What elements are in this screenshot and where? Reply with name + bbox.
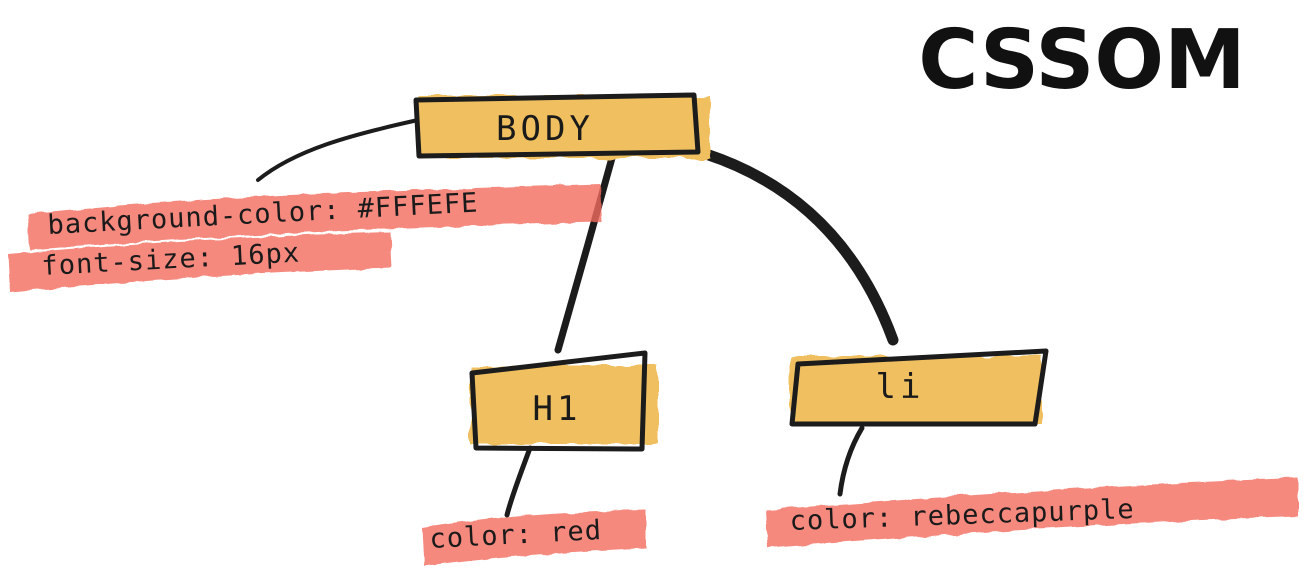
node-li-fill	[790, 356, 1042, 424]
edge-body-to-properties	[256, 118, 420, 182]
node-h1: H1	[469, 350, 658, 452]
edge-body-to-h1	[554, 154, 616, 354]
h1-properties: color: red	[422, 510, 646, 566]
node-body-label: BODY	[496, 109, 594, 149]
node-h1-label: H1	[533, 389, 582, 429]
body-properties: background-color: #FFFEFE font-size: 16p…	[8, 184, 602, 292]
node-body-fill	[418, 96, 710, 158]
node-li-outline	[789, 348, 1049, 427]
li-property-1: color: rebeccapurple	[789, 494, 1135, 537]
title: CSSOM	[918, 13, 1245, 108]
body-property-highlight-1	[28, 184, 602, 250]
h1-property-highlight	[422, 510, 646, 566]
edge-h1-to-properties	[504, 445, 533, 518]
node-li-label: li	[876, 367, 925, 407]
body-property-highlight-2	[8, 232, 392, 292]
node-body: BODY	[413, 92, 710, 159]
node-body-outline	[413, 92, 701, 159]
li-property-highlight	[766, 478, 1298, 548]
edge-body-to-li	[700, 148, 899, 346]
node-h1-outline	[469, 350, 648, 452]
edge-li-to-properties	[837, 425, 865, 497]
li-properties: color: rebeccapurple	[766, 478, 1298, 548]
node-li: li	[789, 348, 1049, 427]
node-h1-fill	[470, 366, 658, 444]
